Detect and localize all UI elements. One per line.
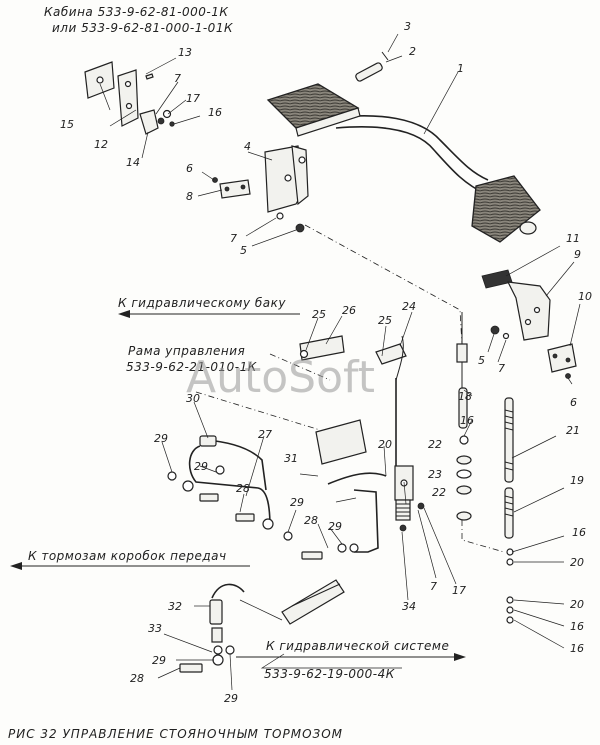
- part-label-20c: 20: [570, 598, 584, 611]
- leader-lines: [99, 33, 581, 691]
- part-label-5b: 5: [478, 354, 485, 367]
- part-label-16a: 16: [208, 106, 222, 119]
- cab-bracket-assembly: [84, 61, 175, 135]
- part-label-5a: 5: [240, 244, 247, 257]
- part-label-17a: 17: [186, 92, 200, 105]
- part-label-11: 11: [566, 232, 580, 245]
- part-label-8: 8: [186, 190, 193, 203]
- to-hydraulic-tank-note: К гидравлическому баку: [118, 296, 286, 310]
- control-rod: [456, 312, 505, 553]
- part-label-29b: 29: [194, 460, 208, 473]
- part-label-6b: 6: [570, 396, 577, 409]
- control-frame-note-line1: Рама управления: [128, 344, 245, 358]
- part-label-4: 4: [244, 140, 251, 153]
- control-frame: [195, 335, 407, 465]
- part-label-7d: 7: [430, 580, 437, 593]
- part-label-23: 23: [428, 468, 442, 481]
- cab-note-line2: или 533-9-62-81-000-1-01К: [52, 21, 233, 35]
- part-label-9: 9: [574, 248, 581, 261]
- part-label-25b: 25: [378, 314, 392, 327]
- part-label-20a: 20: [378, 438, 392, 451]
- part-label-17b: 17: [452, 584, 466, 597]
- part-label-21: 21: [566, 424, 580, 437]
- part-label-32: 32: [168, 600, 182, 613]
- part-label-30: 30: [186, 392, 200, 405]
- part-label-16e: 16: [570, 642, 584, 655]
- brake-pedal: [266, 51, 541, 243]
- part-label-12: 12: [94, 138, 108, 151]
- valve-block: [327, 378, 425, 553]
- part-label-13: 13: [178, 46, 192, 59]
- part-label-1: 1: [457, 62, 464, 75]
- part-label-28b: 28: [304, 514, 318, 527]
- part-label-28a: 28: [236, 482, 250, 495]
- part-label-26: 26: [342, 304, 356, 317]
- part-label-31: 31: [284, 452, 298, 465]
- part-label-33: 33: [148, 622, 162, 635]
- part-label-19: 19: [570, 474, 584, 487]
- threaded-rods: [504, 397, 514, 624]
- part-label-27: 27: [258, 428, 272, 441]
- pedal-bracket: [212, 145, 309, 233]
- part-label-34: 34: [402, 600, 416, 613]
- part-label-29c: 29: [290, 496, 304, 509]
- part-label-7b: 7: [230, 232, 237, 245]
- to-hydraulic-system-note: К гидравлической системе: [266, 639, 449, 653]
- part-label-7a: 7: [174, 72, 181, 85]
- control-frame-note-line2: 533-9-62-21-010-1К: [126, 360, 257, 374]
- part-label-14: 14: [126, 156, 140, 169]
- part-label-16d: 16: [570, 620, 584, 633]
- part-label-25a: 25: [312, 308, 326, 321]
- hydraulic-system-code: 533-9-62-19-000-4К: [264, 667, 395, 681]
- right-bracket: [481, 269, 577, 379]
- part-label-3: 3: [404, 20, 411, 33]
- part-label-29f: 29: [224, 692, 238, 705]
- to-gearbox-brakes-note: К тормозам коробок передач: [28, 549, 227, 563]
- pipe-assembly-27: [167, 435, 293, 541]
- part-label-18: 18: [458, 390, 472, 403]
- part-label-2: 2: [409, 45, 416, 58]
- part-label-24: 24: [402, 300, 416, 313]
- part-label-22b: 22: [432, 486, 446, 499]
- part-label-22a: 22: [428, 438, 442, 451]
- hose-assembly: [179, 551, 345, 673]
- part-label-10: 10: [578, 290, 592, 303]
- part-label-29e: 29: [152, 654, 166, 667]
- part-label-15: 15: [60, 118, 74, 131]
- part-label-7c: 7: [498, 362, 505, 375]
- part-label-6a: 6: [186, 162, 193, 175]
- part-label-16b: 16: [460, 414, 474, 427]
- figure-caption: РИС 32 УПРАВЛЕНИЕ СТОЯНОЧНЫМ ТОРМОЗОМ: [8, 727, 343, 741]
- part-label-16c: 16: [572, 526, 586, 539]
- part-label-29a: 29: [154, 432, 168, 445]
- part-number-labels: 1 2 3 4 5 5 6 6 7 7 7 7 8 9 10 11 12 13 …: [60, 20, 592, 705]
- cab-note-line1: Кабина 533-9-62-81-000-1К: [44, 5, 228, 19]
- flow-arrows: [10, 310, 466, 661]
- part-label-29d: 29: [328, 520, 342, 533]
- part-label-28c: 28: [130, 672, 144, 685]
- part-label-20b: 20: [570, 556, 584, 569]
- watermark: AutoSoft: [186, 352, 375, 403]
